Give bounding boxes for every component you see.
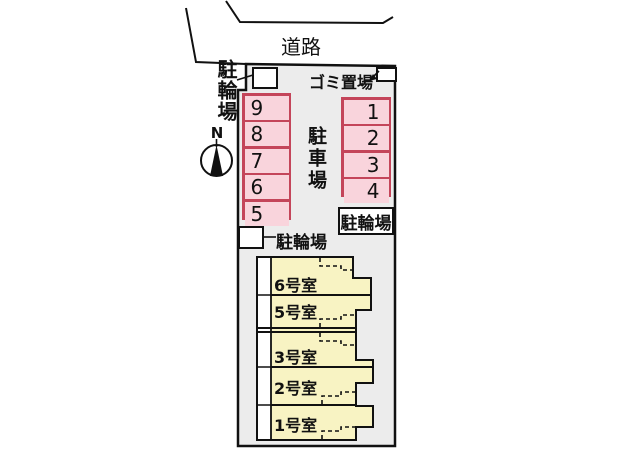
road-upper-boundary-line bbox=[225, 0, 394, 25]
parking-space-4: 4 bbox=[343, 179, 389, 203]
room-label-5: 5号室 bbox=[274, 303, 318, 322]
parking-space-7: 7 bbox=[244, 148, 289, 173]
bicycle-top-pointer-line bbox=[236, 74, 254, 81]
building-corridor bbox=[258, 258, 271, 439]
parking-space-5: 5 bbox=[244, 201, 289, 226]
balcony-dashed-room2 bbox=[321, 391, 356, 404]
building-outline bbox=[256, 256, 374, 441]
garbage-pointer-arrowhead bbox=[369, 74, 377, 81]
compass-needle-icon bbox=[210, 145, 223, 176]
parking-space-2: 2 bbox=[343, 126, 389, 150]
parking-space-9: 9 bbox=[244, 95, 289, 120]
balcony-dashed-room1 bbox=[321, 426, 356, 439]
parking-space-6: 6 bbox=[244, 175, 289, 199]
bicycle-parking-box-bottom bbox=[238, 226, 264, 249]
garbage-area-label: ゴミ置場 bbox=[309, 73, 374, 92]
room-label-6: 6号室 bbox=[274, 276, 318, 295]
garbage-area-box bbox=[376, 67, 397, 82]
room-label-2: 2号室 bbox=[274, 379, 318, 398]
balcony-dashed-room5 bbox=[319, 314, 356, 327]
parking-column-right: 1 2 3 4 bbox=[341, 97, 391, 203]
room-label-1: 1号室 bbox=[274, 416, 318, 435]
compass-north-label: N bbox=[210, 124, 224, 142]
bicycle-parking-label-bottom: 駐輪場 bbox=[276, 233, 327, 253]
parking-space-1: 1 bbox=[343, 99, 389, 124]
parking-lot-label: 駐車場 bbox=[305, 126, 327, 192]
bicycle-parking-label-right: 駐輪場 bbox=[338, 207, 394, 235]
room-label-3: 3号室 bbox=[274, 348, 318, 367]
parking-column-left: 9 8 7 6 5 bbox=[242, 93, 291, 226]
bicycle-parking-box-top bbox=[252, 67, 278, 89]
parking-space-8: 8 bbox=[244, 122, 289, 146]
balcony-dashed-room3 bbox=[319, 333, 356, 346]
parking-space-3: 3 bbox=[343, 152, 389, 177]
bicycle-parking-label-top: 駐輪場 bbox=[214, 59, 238, 122]
balcony-dashed-room6 bbox=[319, 258, 352, 271]
road-lower-boundary-line bbox=[185, 7, 247, 65]
road-label: 道路 bbox=[281, 35, 321, 59]
